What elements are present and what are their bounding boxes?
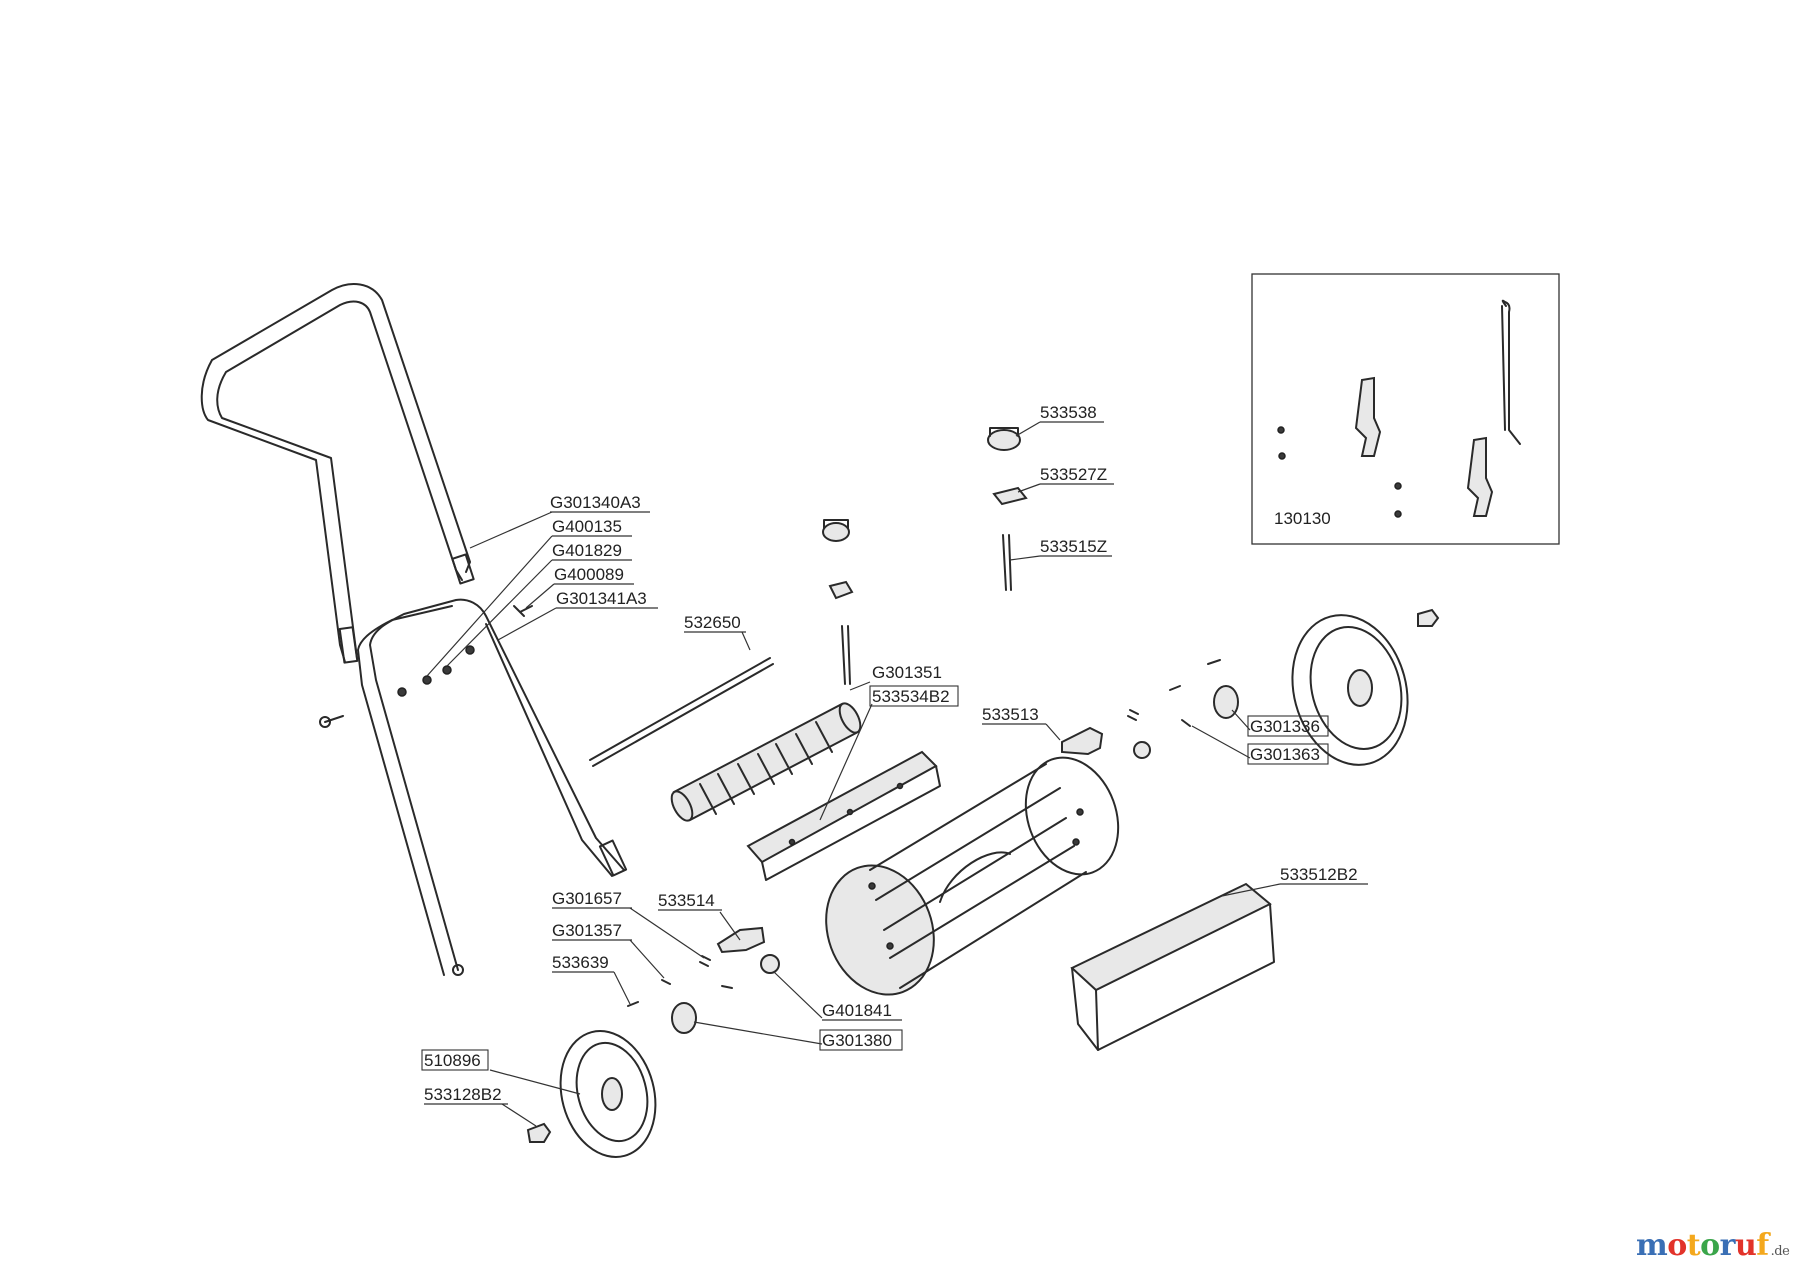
label-G301657: G301657 (552, 889, 622, 908)
label-533527Z: 533527Z (1040, 465, 1107, 484)
label-533639: 533639 (552, 953, 609, 972)
adjuster-parts (822, 427, 1028, 685)
label-G301341A3: G301341A3 (556, 589, 647, 608)
label-533128B2: 533128B2 (424, 1085, 502, 1104)
label-G400089: G400089 (554, 565, 624, 584)
right-wheel (1291, 608, 1440, 766)
logo-letter: m (1636, 1228, 1668, 1263)
logo-letter: o (1700, 1228, 1720, 1263)
label-533512B2: 533512B2 (1280, 865, 1358, 884)
label-G301351: G301351 (872, 663, 942, 682)
reel-side-parts (627, 659, 1239, 1034)
label-533538: 533538 (1040, 403, 1097, 422)
lower-handle (319, 598, 628, 976)
logo-suffix: .de (1770, 1244, 1790, 1259)
blade-cover (1070, 882, 1275, 1051)
label-G401829: G401829 (552, 541, 622, 560)
inset-accessory-kit: 130130 (1251, 273, 1560, 545)
axle-rod (589, 657, 774, 767)
upper-handle (200, 283, 475, 664)
bed-knife-bar (746, 750, 941, 881)
label-G301340A3: G301340A3 (550, 493, 641, 512)
label-130130: 130130 (1274, 509, 1331, 528)
label-533534B2: 533534B2 (872, 687, 950, 706)
label-510896: 510896 (424, 1051, 481, 1070)
logo-letter: o (1667, 1228, 1687, 1263)
logo-letter: r (1719, 1228, 1736, 1263)
label-G400135: G400135 (552, 517, 622, 536)
label-G401841: G401841 (822, 1001, 892, 1020)
label-G301357: G301357 (552, 921, 622, 940)
label-G301380: G301380 (822, 1031, 892, 1050)
logo-letter: u (1734, 1228, 1757, 1263)
label-532650: 532650 (684, 613, 741, 632)
left-wheel (526, 1030, 657, 1158)
label-G301336: G301336 (1250, 717, 1320, 736)
label-533514: 533514 (658, 891, 715, 910)
motoruf-logo: motoruf.de (1636, 1228, 1790, 1263)
rear-roller (670, 702, 862, 822)
label-533515Z: 533515Z (1040, 537, 1107, 556)
logo-letter: f (1756, 1228, 1769, 1263)
label-533513: 533513 (982, 705, 1039, 724)
logo-letter: t (1686, 1228, 1701, 1263)
part-labels: 533538 533527Z 533515Z G301340A3 G400135… (421, 403, 1368, 1127)
label-G301363: G301363 (1250, 745, 1320, 764)
cutting-reel (825, 756, 1120, 996)
